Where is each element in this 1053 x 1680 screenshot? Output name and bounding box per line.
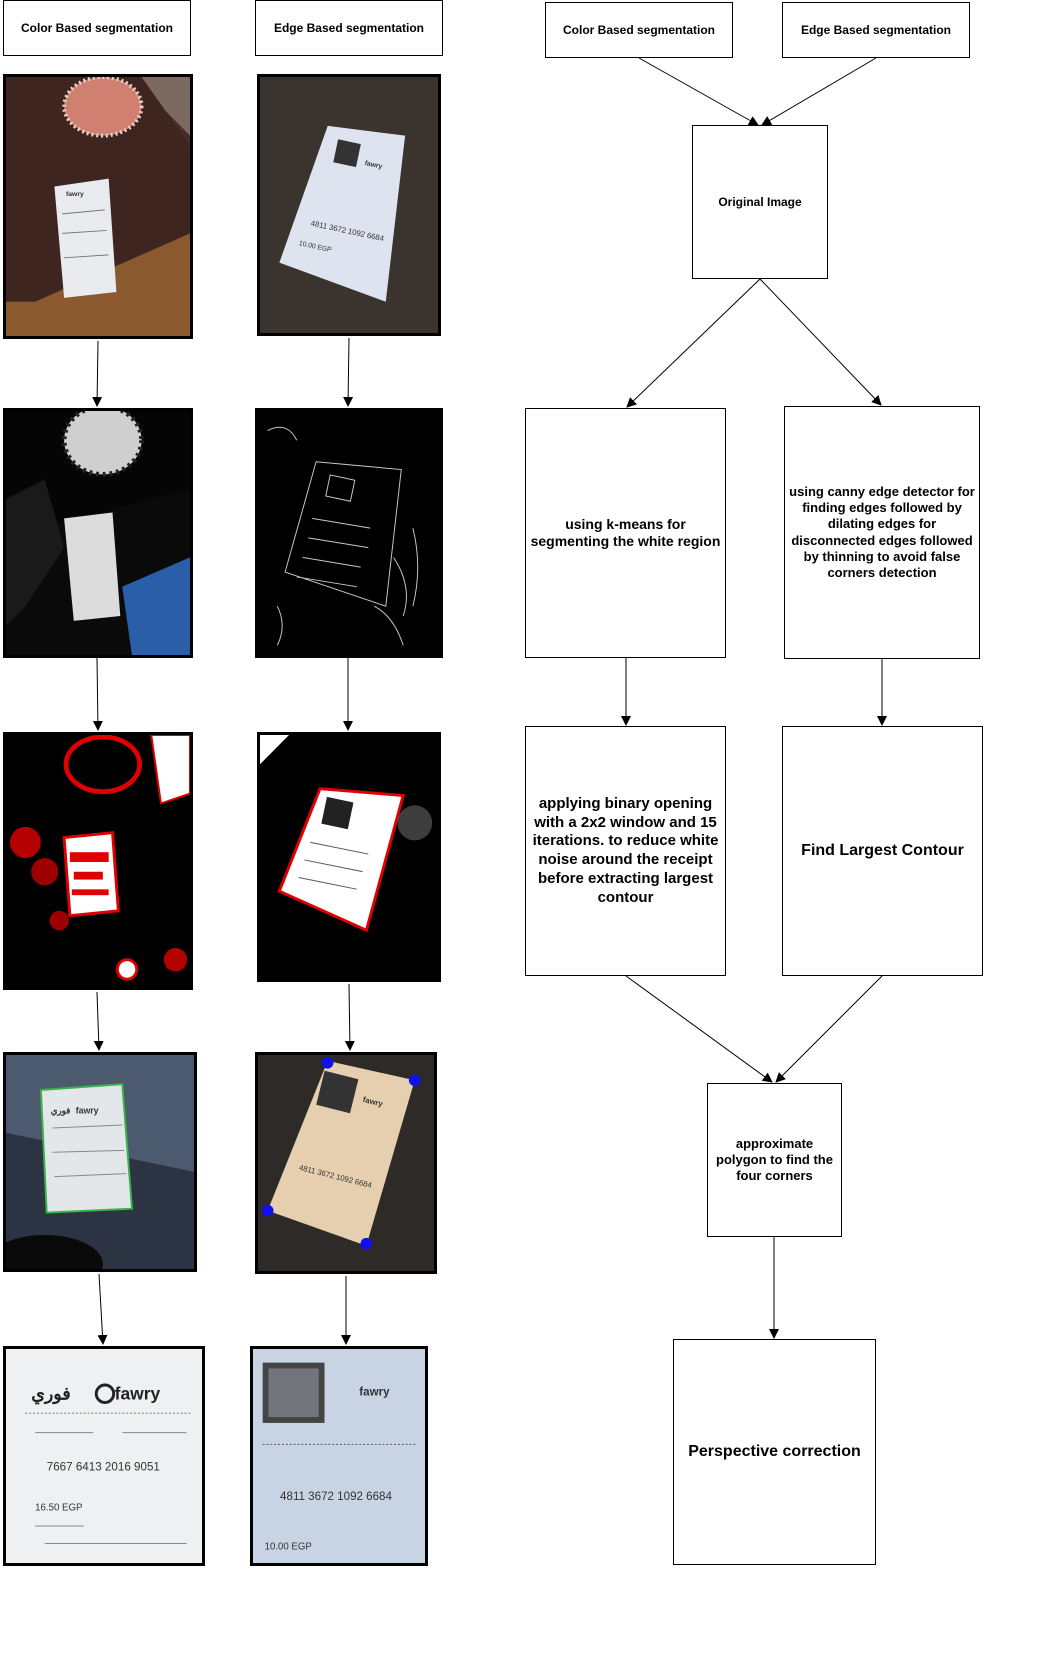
edge-contour-mask [257,732,441,982]
largest-contour-node: Find Largest Contour [782,726,983,976]
receipt-logo-text: fawry [76,1105,99,1115]
binary-opening-node: applying binary opening with a 2x2 windo… [525,726,726,976]
kmeans-node: using k-means for segmenting the white r… [525,408,726,658]
color-corrected-receipt: فوري fawry 7667 6413 2016 9051 16.50 EGP [3,1346,205,1566]
original-image-node: Original Image [692,125,828,279]
color-original-photo: fawry [3,74,193,339]
receipt-amount-text: 10.00 EGP [265,1541,312,1552]
color-opening-mask [3,732,193,990]
edge-canny-photo [255,408,443,658]
edge-corrected-receipt: fawry 4811 3672 1092 6684 10.00 EGP [250,1346,428,1566]
receipt-logo-arabic: فوري [31,1384,70,1405]
receipt-logo-text: fawry [359,1386,390,1399]
color-kmeans-photo [3,408,193,658]
canny-node: using canny edge detector for finding ed… [784,406,980,659]
receipt-amount-text: 16.50 EGP [35,1502,82,1513]
receipt-logo-text: fawry [66,191,84,198]
perspective-correction-node: Perspective correction [673,1339,876,1565]
edge-corners-photo: fawry 4811 3672 1092 6684 [255,1052,437,1274]
edge-original-photo: fawry 4811 3672 1092 6684 10.00 EGP [257,74,441,336]
receipt-code-text: 7667 6413 2016 9051 [47,1461,160,1474]
edge-column-header: Edge Based segmentation [255,0,443,56]
receipt-logo-text: fawry [115,1384,161,1404]
flow-color-header: Color Based segmentation [545,2,733,58]
color-column-header: Color Based segmentation [3,0,191,56]
color-contour-photo: fawry فوري [3,1052,197,1272]
receipt-logo-text: fawry [364,160,383,171]
approx-polygon-node: approximate polygon to find the four cor… [707,1083,842,1237]
receipt-logo-arabic: فوري [51,1105,71,1116]
receipt-code-text: 4811 3672 1092 6684 [280,1490,392,1503]
flow-edge-header: Edge Based segmentation [782,2,970,58]
